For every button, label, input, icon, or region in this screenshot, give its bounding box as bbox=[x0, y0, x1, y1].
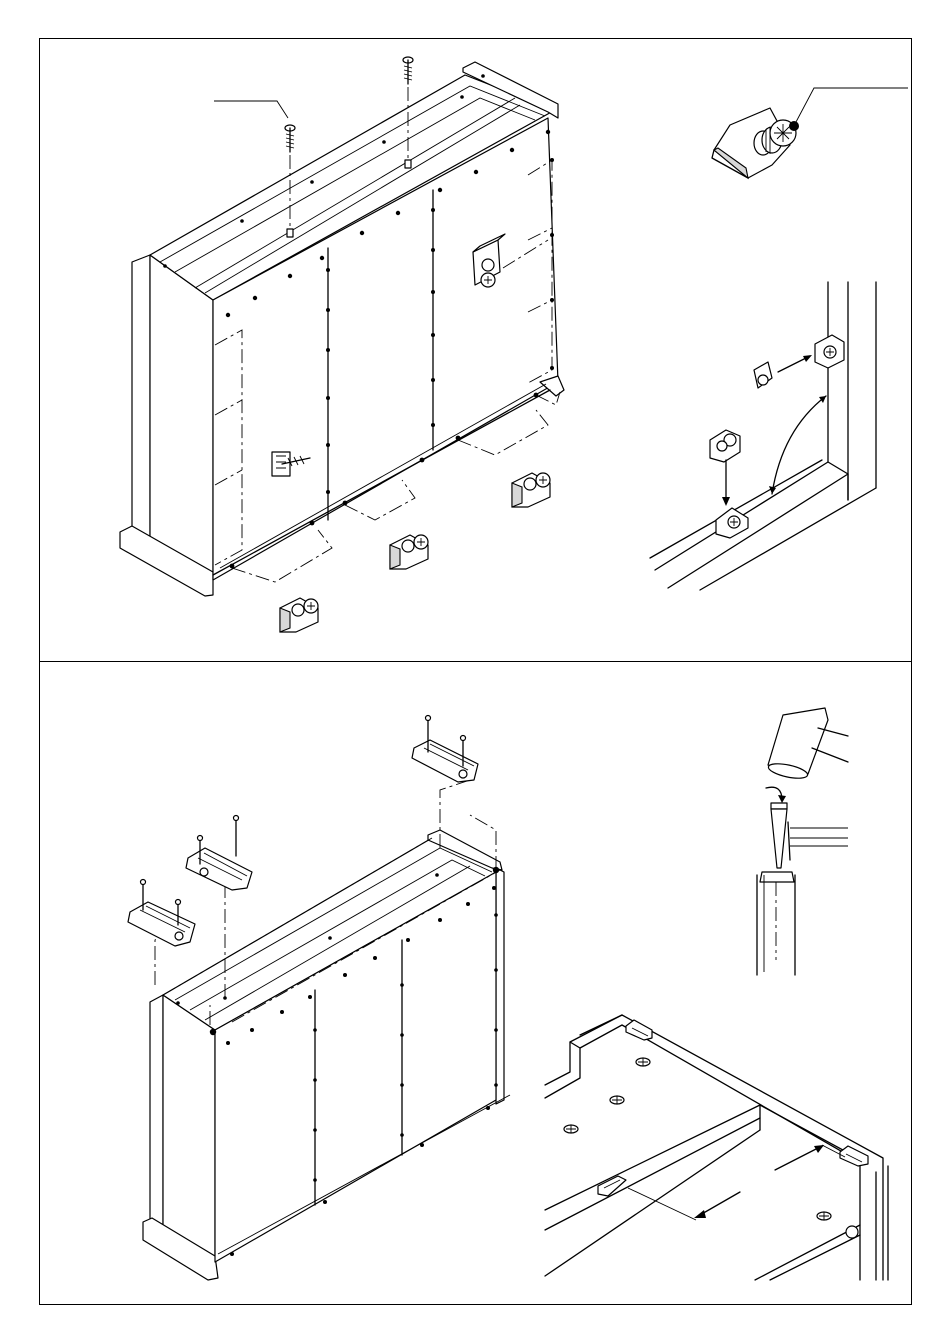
top-underside-detail bbox=[545, 1015, 888, 1280]
nail-icon bbox=[771, 803, 848, 868]
bracket-icon bbox=[412, 716, 478, 783]
arrow-icon bbox=[628, 1188, 740, 1220]
arrow-icon bbox=[775, 1145, 845, 1170]
bracket-icon bbox=[626, 1020, 652, 1040]
hammer-icon bbox=[767, 708, 848, 781]
bracket-icon bbox=[840, 1146, 868, 1166]
bracket-icon bbox=[598, 1176, 626, 1196]
hammer-nail-detail bbox=[757, 708, 848, 975]
bracket-icon bbox=[186, 816, 252, 891]
bracket-icon bbox=[128, 880, 195, 947]
